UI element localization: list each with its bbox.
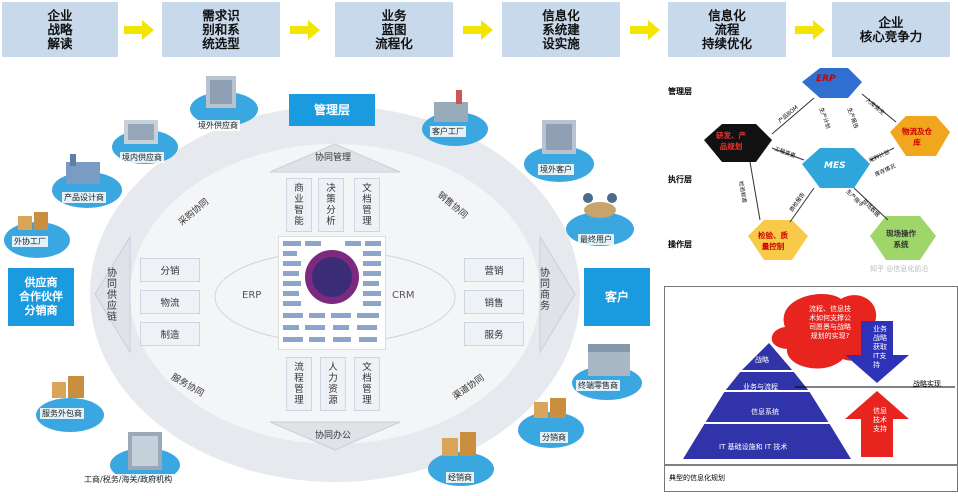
pyramid-level-strategy: 战略 — [755, 356, 769, 364]
supplier-box: 供应商 合作伙伴 分销商 — [8, 268, 74, 326]
node-service-outsourcer: 服务外包商 — [40, 408, 84, 419]
pyramid-caption: 典型的信息化规划 — [669, 474, 725, 482]
layer-manage-label: 管理层 — [668, 87, 692, 96]
pyramid-level-system: 信息系统 — [751, 408, 779, 416]
business-strategy-arrow-label: 业务 战略 获取 IT支 持 — [873, 325, 887, 369]
boxes-icon — [18, 212, 48, 230]
node-end-user: 最终用户 — [578, 234, 614, 245]
left-item: 物流 — [140, 290, 200, 314]
step-arrow-icon — [630, 20, 660, 40]
node-retailer: 终端零售商 — [576, 380, 620, 391]
bottom-item: 人 力 资 源 — [320, 357, 346, 411]
supply-chain-label: 协 同 供 应 链 — [107, 268, 117, 323]
collab-manage-label: 协同管理 — [315, 153, 352, 163]
building-icon — [124, 120, 158, 144]
field-hex-label: 现场操作 系统 — [886, 229, 916, 249]
node-overseas-supplier: 境外供应商 — [196, 120, 240, 131]
management-layer-box: 管理层 — [289, 94, 375, 126]
customer-box: 客户 — [584, 268, 650, 326]
erp-hex-label: ERP — [816, 74, 836, 84]
collab-office-label: 协同办公 — [315, 431, 352, 441]
factory-icon — [66, 154, 100, 184]
boxes-icon — [442, 432, 476, 456]
pyramid-level-it: IT 基础设施和 IT 技术 — [719, 443, 788, 451]
bottom-item: 流 程 管 理 — [286, 357, 312, 411]
node-overseas-customer: 境外客户 — [538, 164, 574, 175]
business-collab-label: 协 同 商 务 — [540, 268, 550, 312]
bottom-item: 文 档 管 理 — [354, 357, 380, 411]
building-icon — [542, 120, 576, 154]
pyramid-level-process: 业务与流程 — [743, 383, 778, 391]
node-gov: 工商/税务/海关/政府机构 — [82, 474, 175, 485]
node-dealer: 经销商 — [446, 472, 474, 483]
left-item: 制造 — [140, 322, 200, 346]
vendor-logo-collage — [278, 236, 386, 350]
right-item: 营销 — [464, 258, 524, 282]
pyramid-shapes — [665, 294, 957, 466]
crm-label: CRM — [392, 290, 415, 301]
store-icon — [588, 344, 630, 376]
node-product-designer: 产品设计商 — [62, 192, 106, 203]
step-competitiveness: 企业 核心竞争力 — [832, 2, 950, 57]
watermark: 知乎 @信息化前沿 — [870, 265, 929, 273]
boxes-icon — [534, 398, 566, 418]
strategy-impl-label: 战略实现 — [913, 380, 941, 388]
step-strategy: 企业 战略 解读 — [2, 2, 118, 57]
layer-exec-label: 执行层 — [668, 175, 692, 184]
step-arrow-icon — [463, 20, 493, 40]
step-arrow-icon — [290, 20, 320, 40]
erp-label: ERP — [242, 290, 262, 301]
node-customer-factory: 客户工厂 — [430, 126, 466, 137]
step-arrow-icon — [795, 20, 825, 40]
mes-hexagons — [704, 68, 950, 260]
pyramid-question-bubble: 流程、信息技 术如何支撑公 司愿景与战略 规划的实现? — [809, 305, 851, 340]
left-item: 分销 — [140, 258, 200, 282]
mes-hex-label: MES — [824, 161, 846, 171]
meeting-icon — [583, 193, 617, 218]
rnd-hex-label: 研发、产 品规划 — [716, 131, 746, 151]
top-item: 决 策 分 析 — [318, 178, 344, 232]
node-domestic-supplier: 境内供应商 — [120, 152, 164, 163]
right-item: 销售 — [464, 290, 524, 314]
step-arrow-icon — [124, 20, 154, 40]
pyramid-diagram: 流程、信息技 术如何支撑公 司愿景与战略 规划的实现? 战略 业务与流程 信息系… — [664, 286, 958, 492]
office-building-icon — [128, 432, 162, 470]
top-item: 商 业 智 能 — [286, 178, 312, 232]
step-blueprint: 业务 蓝图 流程化 — [335, 2, 453, 57]
node-outsource-factory: 外协工厂 — [12, 236, 48, 247]
mes-diagram: 管理层 执行层 操作层 ERP MES 研发、产 品规划 物流及仓 库 检验、质… — [664, 64, 956, 279]
step-implementation: 信息化 系统建 设实施 — [502, 2, 620, 57]
top-item: 文 档 管 理 — [354, 178, 380, 232]
right-item: 服务 — [464, 322, 524, 346]
quality-hex-label: 检验、质 量控制 — [758, 231, 788, 251]
logistics-hex-label: 物流及仓 库 — [902, 127, 932, 147]
step-optimization: 信息化 流程 持续优化 — [668, 2, 786, 57]
logo-collage-icon — [283, 241, 381, 342]
boxes-icon — [52, 376, 84, 398]
node-distributor: 分销商 — [540, 432, 568, 443]
building-icon — [206, 76, 236, 108]
step-requirements: 需求识 别和系 统选型 — [162, 2, 280, 57]
it-support-arrow-label: 信息 技术 支持 — [873, 407, 887, 433]
layer-op-label: 操作层 — [668, 240, 692, 249]
factory-icon — [434, 90, 468, 122]
